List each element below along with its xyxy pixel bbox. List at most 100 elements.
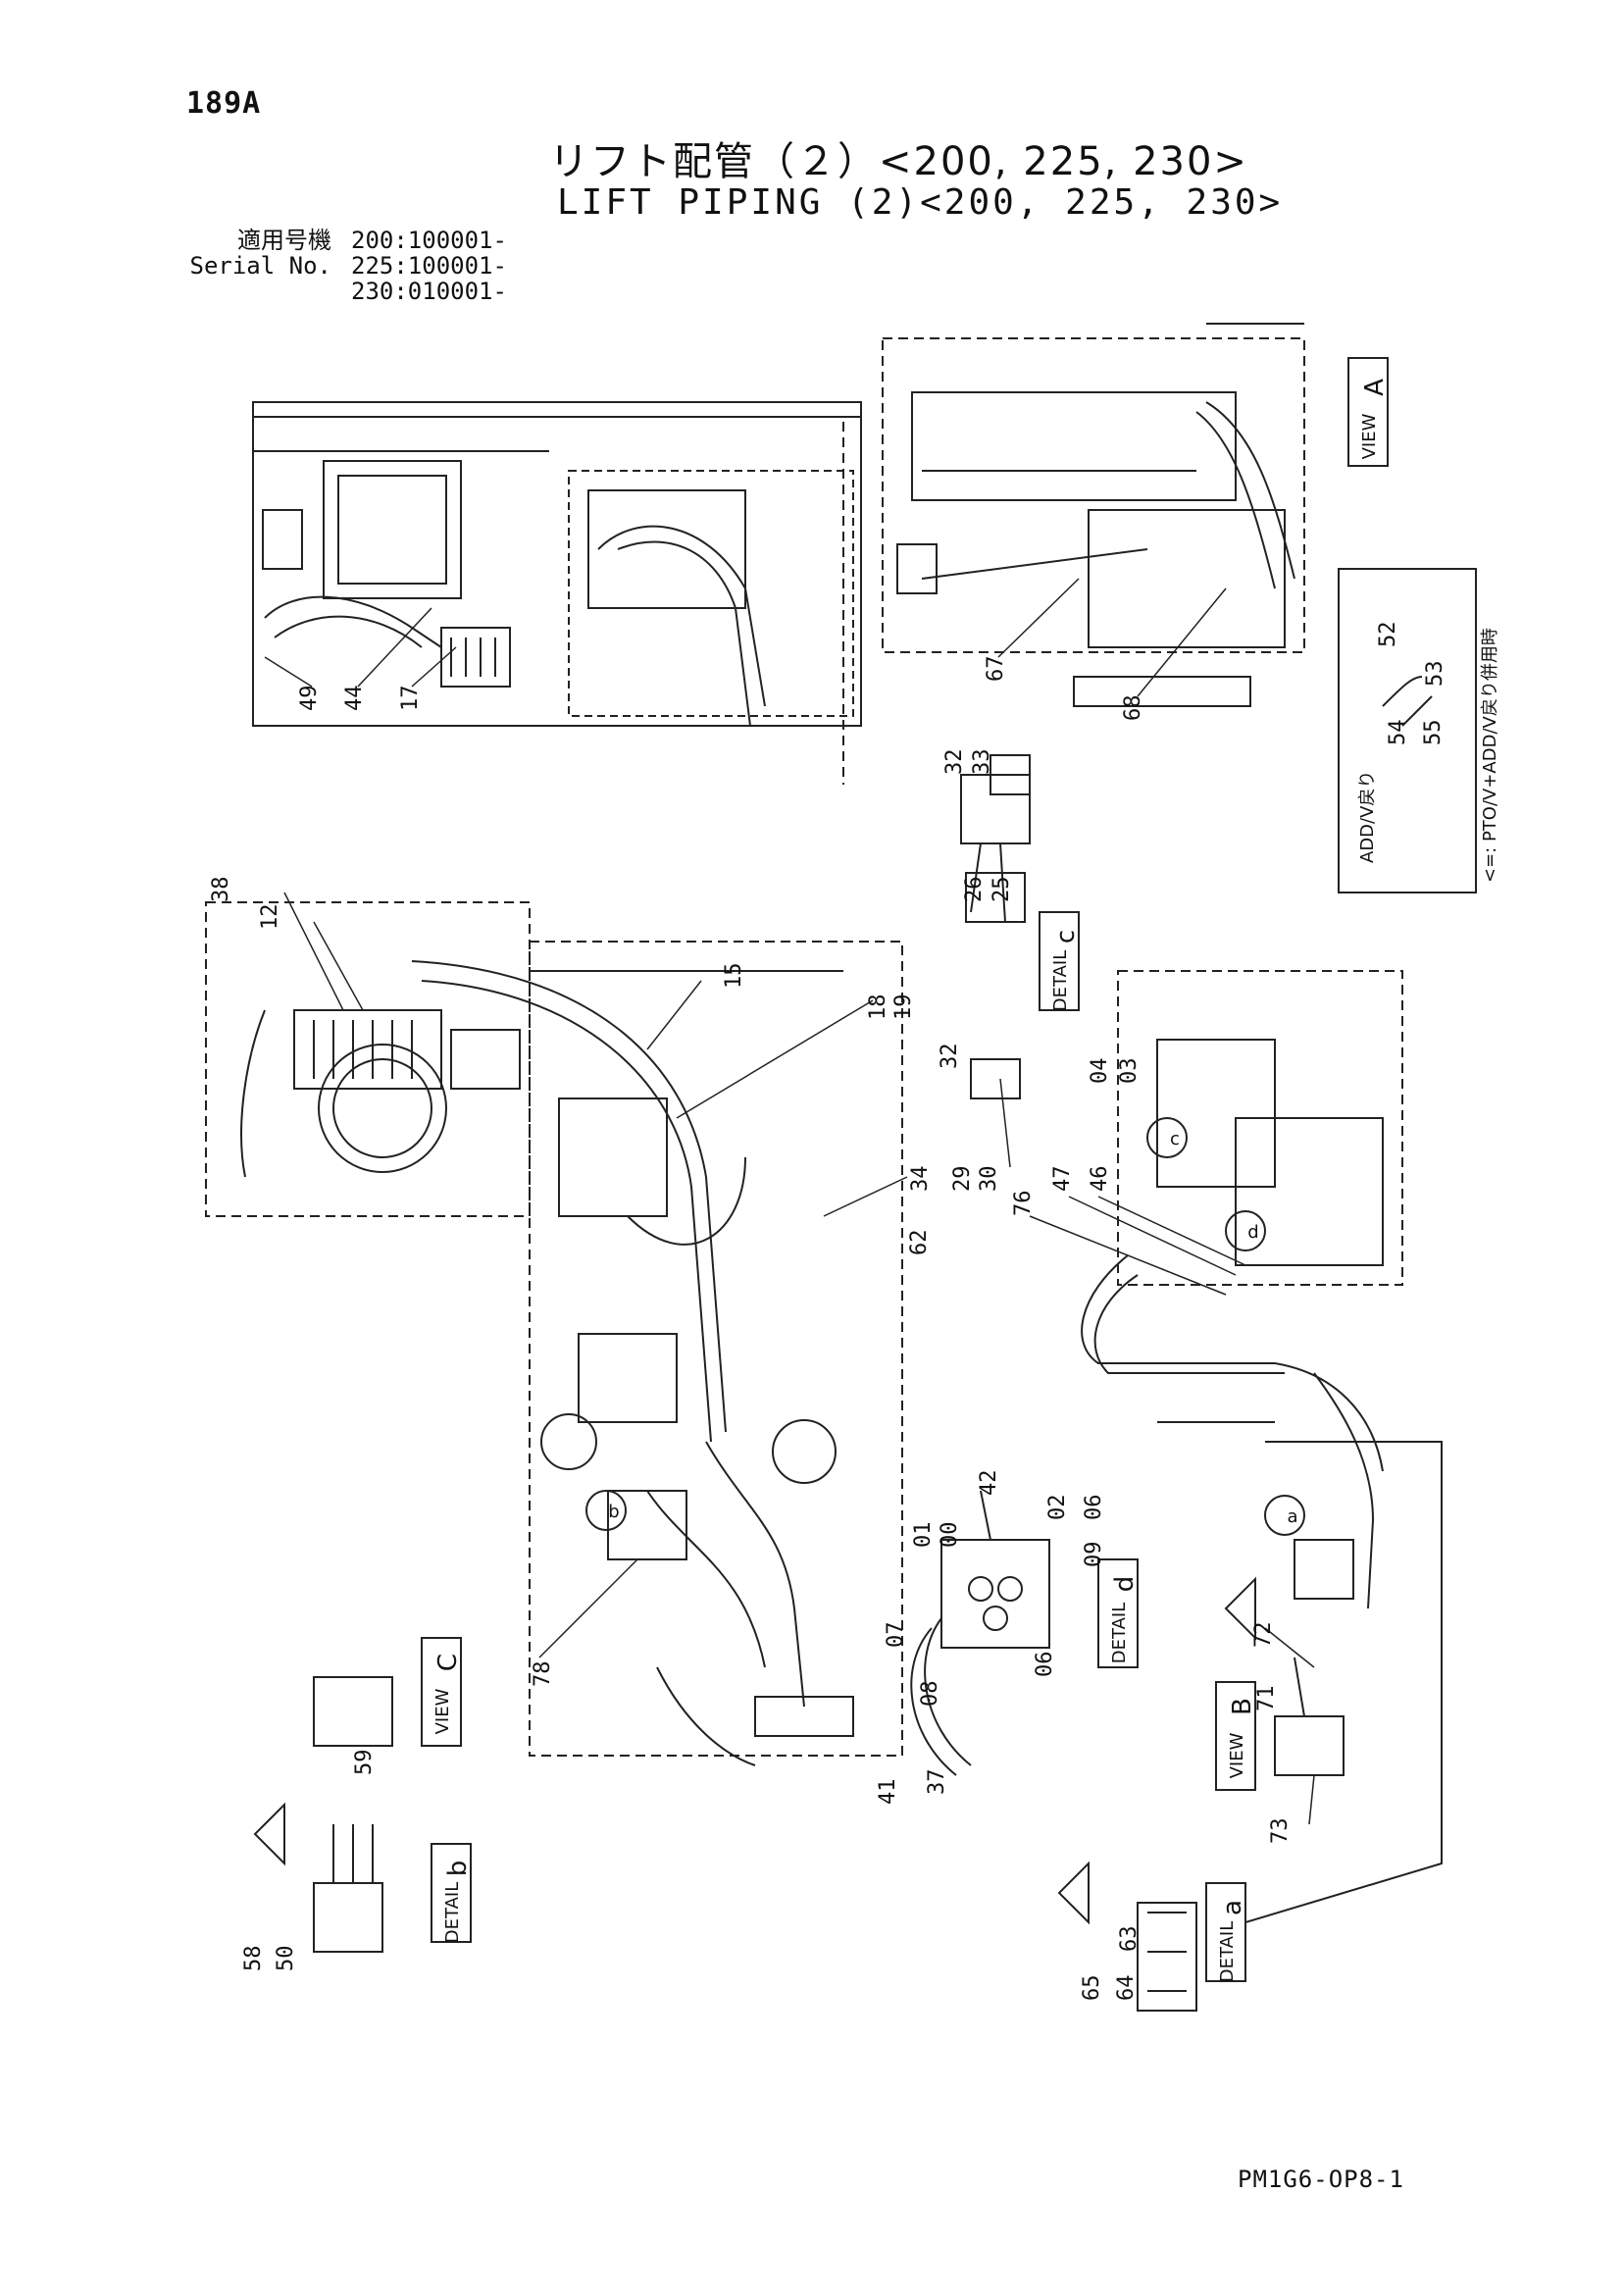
- detail-word: DETAIL: [1109, 1603, 1130, 1663]
- callout-78: 78: [531, 1661, 555, 1688]
- callout-26: 26: [962, 877, 987, 903]
- serial-value: 225:100001-: [351, 252, 507, 280]
- callout-71: 71: [1254, 1686, 1279, 1712]
- callout-15: 15: [722, 963, 746, 990]
- detail-d-letter: d: [1110, 1576, 1140, 1593]
- callout-59: 59: [352, 1750, 377, 1776]
- detail-c-valve: [960, 774, 1031, 923]
- detail-d-marker-letter: d: [1247, 1222, 1258, 1243]
- frame-top-left: [252, 401, 862, 785]
- detail-a-marker-letter: a: [1287, 1506, 1297, 1527]
- detail-a-label-box: [1205, 1882, 1246, 1982]
- view-c-valve: [313, 1676, 393, 1747]
- callout-52: 52: [1376, 622, 1400, 648]
- callout-04: 04: [1088, 1058, 1112, 1085]
- callout-58: 58: [241, 1946, 266, 1972]
- callout-47: 47: [1050, 1166, 1075, 1193]
- callout-49: 49: [297, 686, 322, 712]
- detail-b-marker-letter: b: [608, 1502, 619, 1522]
- callout-34: 34: [908, 1166, 933, 1193]
- chassis-center: [411, 941, 903, 1766]
- callout-06: 06: [1082, 1495, 1106, 1521]
- callout-41: 41: [876, 1779, 900, 1806]
- view-b-label-box: [1215, 1681, 1256, 1791]
- callout-68: 68: [1121, 695, 1145, 722]
- callout-55: 55: [1421, 720, 1446, 746]
- callout-19: 19: [891, 995, 916, 1021]
- view-a-arrow: [1224, 1576, 1256, 1641]
- chassis-right: [1081, 970, 1443, 1923]
- callout-01: 01: [911, 1522, 936, 1549]
- callout-02: 02: [1045, 1495, 1070, 1521]
- serial-value: 200:100001-: [351, 227, 507, 254]
- detail-c-marker-letter: c: [1170, 1129, 1180, 1149]
- callout-18: 18: [866, 995, 890, 1021]
- frame-middle-left: [205, 901, 531, 1217]
- detail-b-letter: b: [443, 1861, 473, 1877]
- callout-12: 12: [258, 904, 282, 931]
- detail-b-valve: [313, 1882, 383, 1953]
- callout-63: 63: [1117, 1926, 1142, 1953]
- callout-03: 03: [1117, 1058, 1142, 1085]
- callout-29: 29: [950, 1166, 975, 1193]
- view-word: VIEW: [1227, 1732, 1247, 1778]
- detail-d-label-box: [1097, 1558, 1139, 1668]
- serial-label-jp: 適用号機: [237, 227, 331, 254]
- callout-38: 38: [209, 877, 233, 903]
- document-code: PM1G6-OP8-1: [1238, 2166, 1404, 2193]
- detail-b-label-box: [431, 1843, 472, 1943]
- callout-00: 00: [938, 1522, 962, 1549]
- callout-30: 30: [977, 1166, 1001, 1193]
- detail-a-marker: [1264, 1495, 1305, 1536]
- detail-a-parts: [1137, 1902, 1197, 2012]
- view-word: VIEW: [1359, 413, 1380, 459]
- callout-72: 72: [1251, 1622, 1276, 1649]
- callout-64: 64: [1114, 1975, 1139, 2002]
- callout-37: 37: [925, 1769, 949, 1796]
- detail-c-label-box: [1039, 911, 1080, 1011]
- add-v-detail-box: [1338, 568, 1477, 893]
- page-number: 189A: [186, 86, 262, 121]
- callout-67: 67: [984, 656, 1008, 683]
- view-a-letter: A: [1360, 379, 1390, 396]
- detail-word: DETAIL: [1050, 950, 1071, 1011]
- detail-word: DETAIL: [1217, 1921, 1238, 1982]
- detail-a-letter: a: [1218, 1900, 1247, 1915]
- view-c-label-box: [421, 1637, 462, 1747]
- callout-50: 50: [274, 1946, 298, 1972]
- detail-d-valve: [910, 1490, 1050, 1776]
- detail-c-marker: [1146, 1117, 1188, 1158]
- callout-76: 76: [1011, 1191, 1036, 1217]
- add-v-return-label: ADD/V戻り: [1357, 771, 1378, 863]
- callout-09: 09: [1082, 1542, 1106, 1568]
- callout-32: 32: [942, 749, 967, 776]
- view-a-label-box: [1347, 357, 1389, 467]
- callout-32: 32: [938, 1044, 962, 1070]
- callout-06: 06: [1033, 1652, 1057, 1678]
- callout-54: 54: [1386, 720, 1410, 746]
- detail-b-marker: [585, 1490, 627, 1531]
- pto-note: <=: PTO/V+ADD/V戻り併用時: [1480, 628, 1500, 883]
- serial-value: 230:010001-: [351, 278, 507, 305]
- detail-c-letter: c: [1051, 930, 1081, 944]
- view-word: VIEW: [432, 1688, 453, 1734]
- callout-73: 73: [1268, 1818, 1293, 1845]
- part-callouts: 49 44 17 67 68 52 53 54 55 32 33 26 25 3…: [209, 622, 1447, 2002]
- callout-33: 33: [970, 749, 994, 776]
- callout-46: 46: [1088, 1166, 1112, 1193]
- view-a-frame: [882, 323, 1305, 707]
- view-b-arrow: [1057, 1861, 1090, 1925]
- callout-42: 42: [977, 1470, 1001, 1497]
- detail-d-marker: [1225, 1210, 1266, 1251]
- callout-53: 53: [1423, 661, 1447, 688]
- callout-08: 08: [918, 1681, 942, 1708]
- callout-62: 62: [907, 1230, 932, 1256]
- callout-07: 07: [884, 1622, 908, 1649]
- title-english: LIFT PIPING (2)<200, 225, 230>: [557, 182, 1284, 223]
- leader-lines: [264, 578, 1315, 1825]
- view-c-letter: C: [433, 1654, 463, 1671]
- callout-44: 44: [342, 686, 367, 712]
- callout-65: 65: [1080, 1975, 1104, 2002]
